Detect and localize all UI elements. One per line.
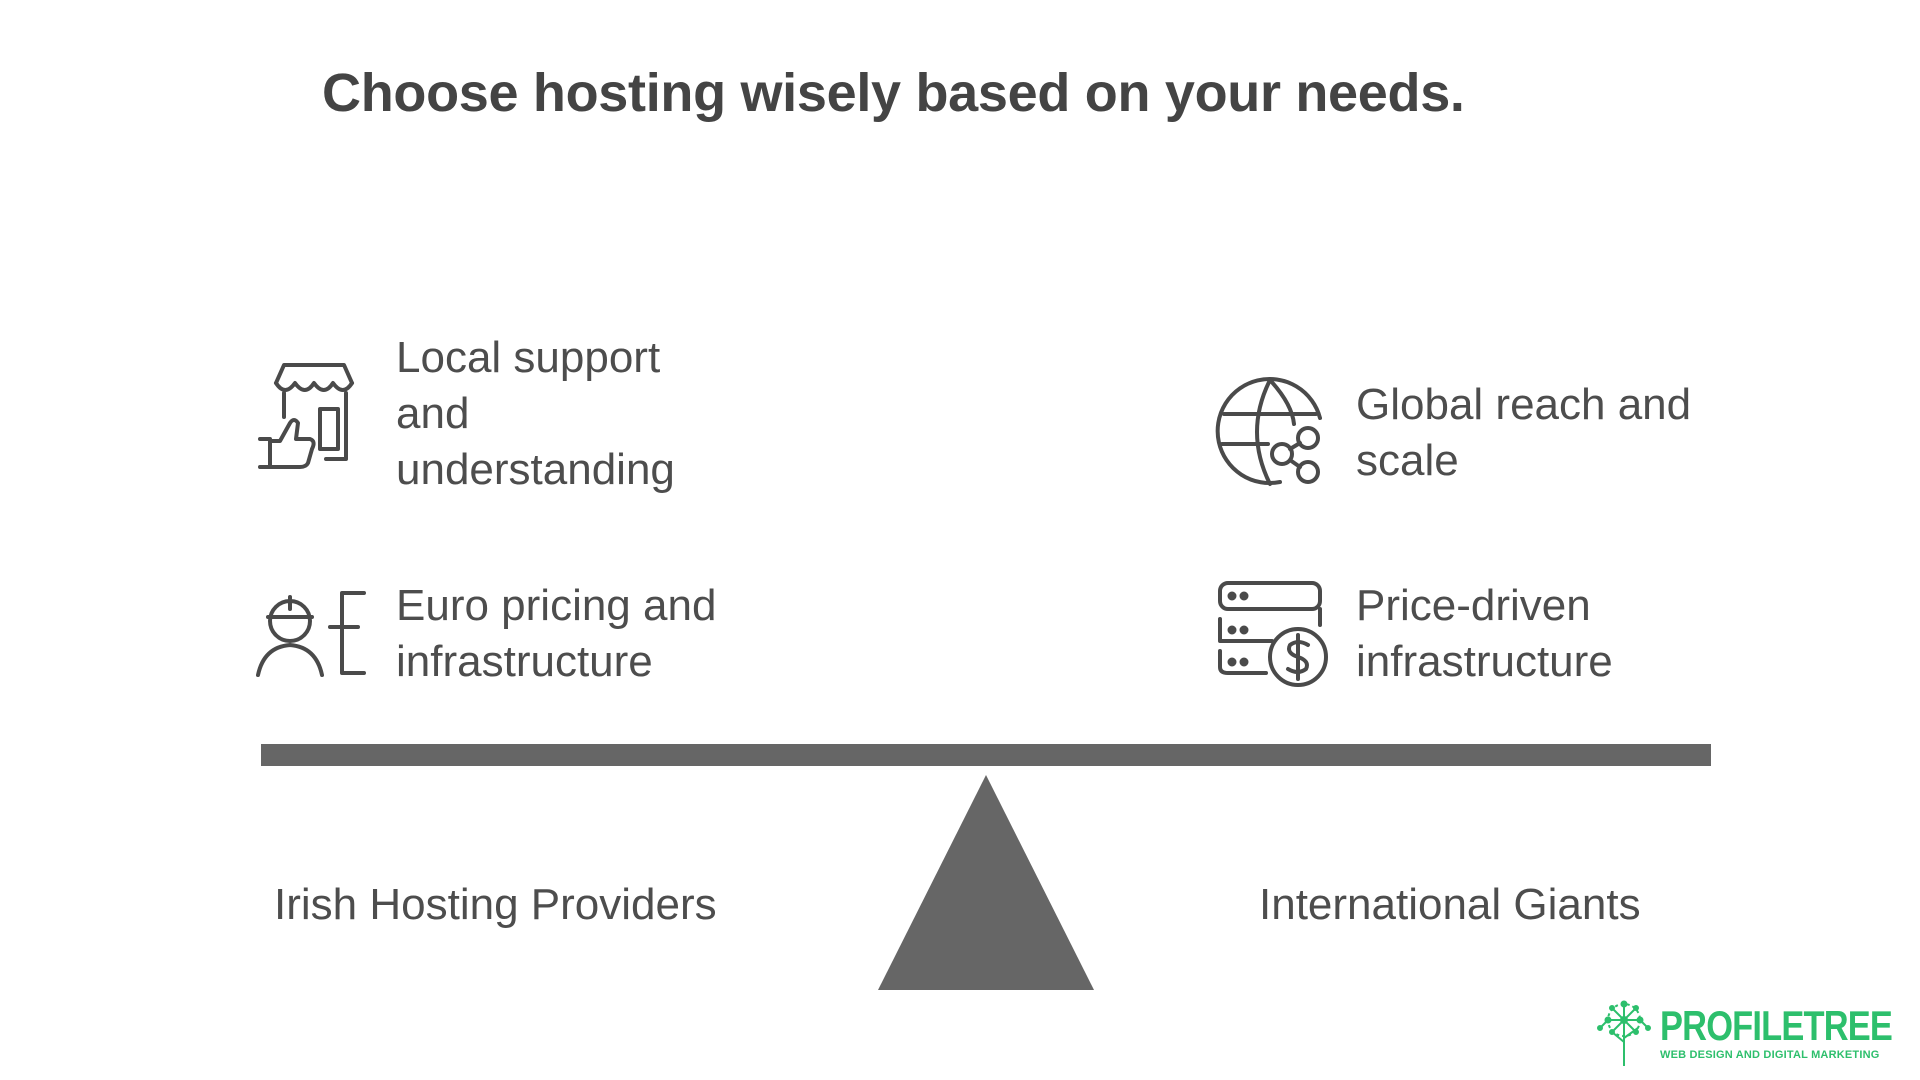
balance-beam	[261, 744, 1711, 766]
left-item-local-support: Local support and understanding	[254, 330, 716, 498]
right-item-label: Global reach and scale	[1356, 380, 1692, 485]
right-side-label: International Giants	[1259, 880, 1641, 929]
left-side-label: Irish Hosting Providers	[274, 880, 717, 929]
profiletree-logo: PROFILETREE WEB DESIGN AND DIGITAL MARKE…	[1594, 1000, 1920, 1066]
globe-share-icon	[1214, 374, 1332, 492]
right-item-label: Price-driven infrastructure	[1356, 581, 1613, 686]
left-item-euro-pricing: Euro pricing and infrastructure	[254, 575, 776, 693]
fulcrum-triangle	[878, 775, 1094, 990]
storefront-thumbs-up-icon	[254, 355, 372, 473]
tree-network-icon	[1597, 1000, 1651, 1066]
logo-tagline: WEB DESIGN AND DIGITAL MARKETING	[1660, 1049, 1880, 1061]
left-item-label: Euro pricing and infrastructure	[396, 581, 717, 686]
right-item-price-driven: Price-driven infrastructure	[1214, 575, 1696, 693]
worker-euro-icon	[254, 575, 372, 693]
page-title: Choose hosting wisely based on your need…	[322, 63, 1465, 123]
right-item-global-reach: Global reach and scale	[1214, 374, 1736, 492]
server-dollar-icon	[1214, 575, 1332, 693]
left-item-label: Local support and understanding	[396, 333, 675, 494]
logo-wordmark: PROFILETREE	[1660, 1002, 1893, 1049]
